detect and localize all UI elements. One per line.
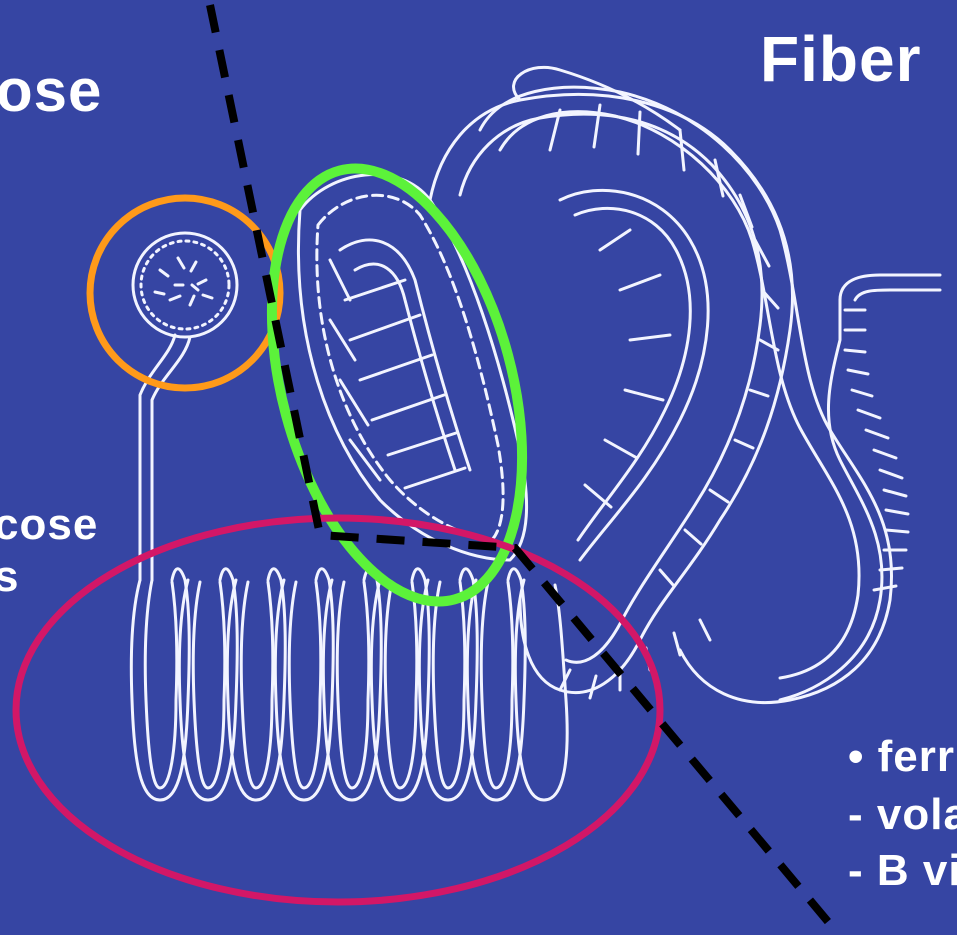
slide-title-left-fragment: ose — [0, 56, 102, 125]
right-bullet-2: - vola — [848, 790, 957, 840]
right-bullet-1: • ferr — [848, 732, 955, 782]
slide-title-fiber: Fiber — [760, 22, 921, 96]
cecum-drawing — [298, 175, 526, 560]
right-bullet-3: - B vi — [848, 846, 957, 896]
small-intestine-loops — [131, 569, 567, 800]
stomach-highlight-circle — [90, 198, 280, 388]
colon-drawing — [430, 67, 940, 702]
left-text-line-1: cose — [0, 500, 98, 550]
left-text-line-2: s — [0, 552, 19, 602]
